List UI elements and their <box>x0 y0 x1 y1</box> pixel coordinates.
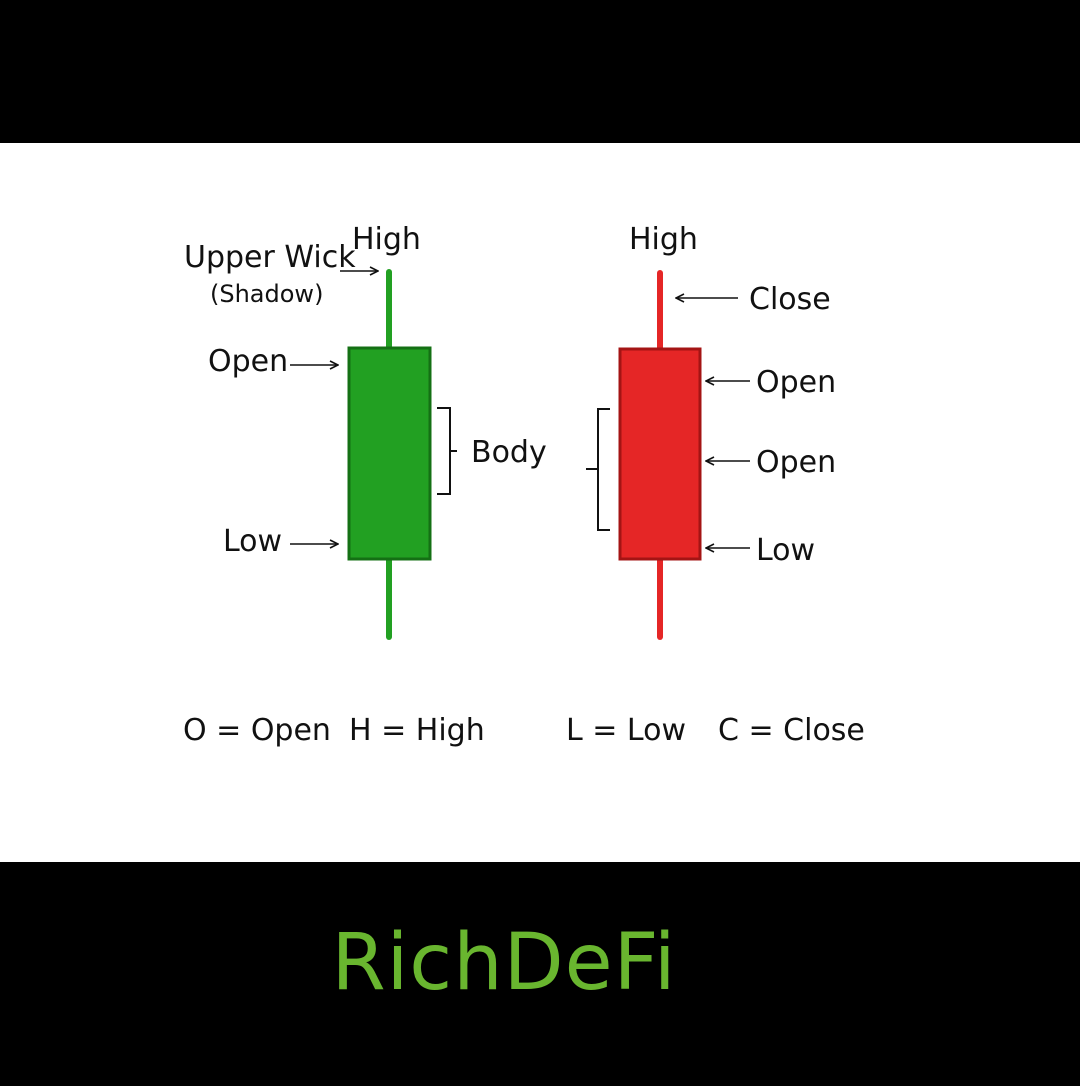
green-low-label: Low <box>223 524 282 559</box>
brand-logo-text: RichDeFi <box>331 918 677 1008</box>
upper-wick-label: Upper Wick <box>184 240 356 275</box>
green-body <box>347 346 432 561</box>
red-body-bracket <box>586 408 610 531</box>
shadow-label: (Shadow) <box>210 280 323 308</box>
green-candle <box>347 269 432 640</box>
top-black-bar <box>0 0 1080 143</box>
green-high-label: High <box>352 222 421 257</box>
red-candle <box>618 270 702 640</box>
red-low-label: Low <box>756 533 815 568</box>
diagram-panel <box>0 143 1080 862</box>
body-bracket <box>437 407 457 495</box>
body-label: Body <box>471 435 547 470</box>
legend-open: O = Open <box>183 713 331 748</box>
red-open-label-2: Open <box>756 445 836 480</box>
legend-close: C = Close <box>718 713 865 748</box>
red-high-label: High <box>629 222 698 257</box>
legend-low: L = Low <box>566 713 686 748</box>
red-body <box>618 347 702 561</box>
green-open-label: Open <box>208 344 288 379</box>
bottom-black-bar <box>0 862 1080 1086</box>
red-close-label: Close <box>749 282 831 317</box>
red-open-label-1: Open <box>756 365 836 400</box>
legend-high: H = High <box>349 713 485 748</box>
